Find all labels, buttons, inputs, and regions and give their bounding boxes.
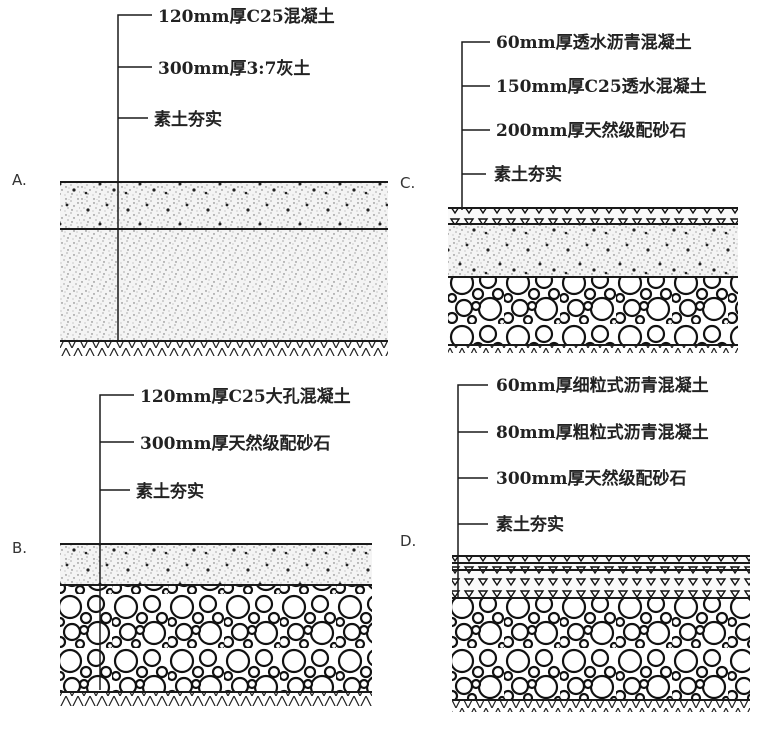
coarse-asphalt-layer [452, 570, 750, 598]
porous-concrete-layer [60, 544, 372, 585]
gravel-layer [452, 598, 750, 700]
leader-lines [457, 384, 488, 598]
gravel-layer [448, 277, 738, 345]
option-letter: B. [12, 539, 27, 557]
lime-soil-layer [60, 229, 388, 341]
option-letter: D. [400, 532, 416, 550]
concrete-layer [60, 182, 388, 229]
layer-label: 素土夯实 [154, 109, 222, 130]
compacted-soil-hatch [60, 692, 372, 706]
compacted-soil-hatch [448, 345, 738, 353]
layer-label: 120mm厚C25大孔混凝土 [140, 386, 351, 407]
option-c[interactable]: C. 60mm厚透水沥青混凝土 150mm厚C25透水混凝土 200mm厚天然级… [400, 32, 738, 353]
option-a[interactable]: A. 120mm厚C25混凝土 300mm厚3:7灰土 素土夯实 [12, 6, 388, 356]
layer-label: 200mm厚天然级配砂石 [496, 120, 686, 141]
layer-label: 300mm厚天然级配砂石 [496, 468, 686, 489]
permeable-concrete-layer [448, 224, 738, 277]
option-letter: C. [400, 174, 415, 192]
permeable-asphalt-layer [448, 208, 738, 224]
layer-label: 150mm厚C25透水混凝土 [496, 76, 707, 97]
option-letter: A. [12, 171, 27, 189]
option-b[interactable]: B. 120mm厚C25大孔混凝土 300mm厚天然级配砂石 素土夯实 [12, 386, 372, 706]
compacted-soil-hatch [452, 700, 750, 712]
layer-label: 素土夯实 [494, 164, 562, 185]
layer-label: 120mm厚C25混凝土 [158, 6, 335, 27]
layer-label: 素土夯实 [496, 514, 564, 535]
layer-label: 300mm厚天然级配砂石 [140, 433, 330, 454]
layer-label: 60mm厚细粒式沥青混凝土 [496, 375, 709, 396]
layer-label: 60mm厚透水沥青混凝土 [496, 32, 692, 53]
leader-lines [117, 14, 152, 340]
compacted-soil-hatch [60, 341, 388, 356]
option-d[interactable]: D. 60mm厚细粒式沥青混凝土 80mm厚粗粒式沥青混凝土 300mm厚天然级… [400, 375, 750, 712]
layer-label: 80mm厚粗粒式沥青混凝土 [496, 422, 709, 443]
leader-lines [461, 41, 490, 210]
layer-label: 300mm厚3:7灰土 [158, 58, 310, 79]
layer-label: 素土夯实 [136, 481, 204, 502]
gravel-layer [60, 585, 372, 692]
leader-lines [99, 394, 134, 690]
